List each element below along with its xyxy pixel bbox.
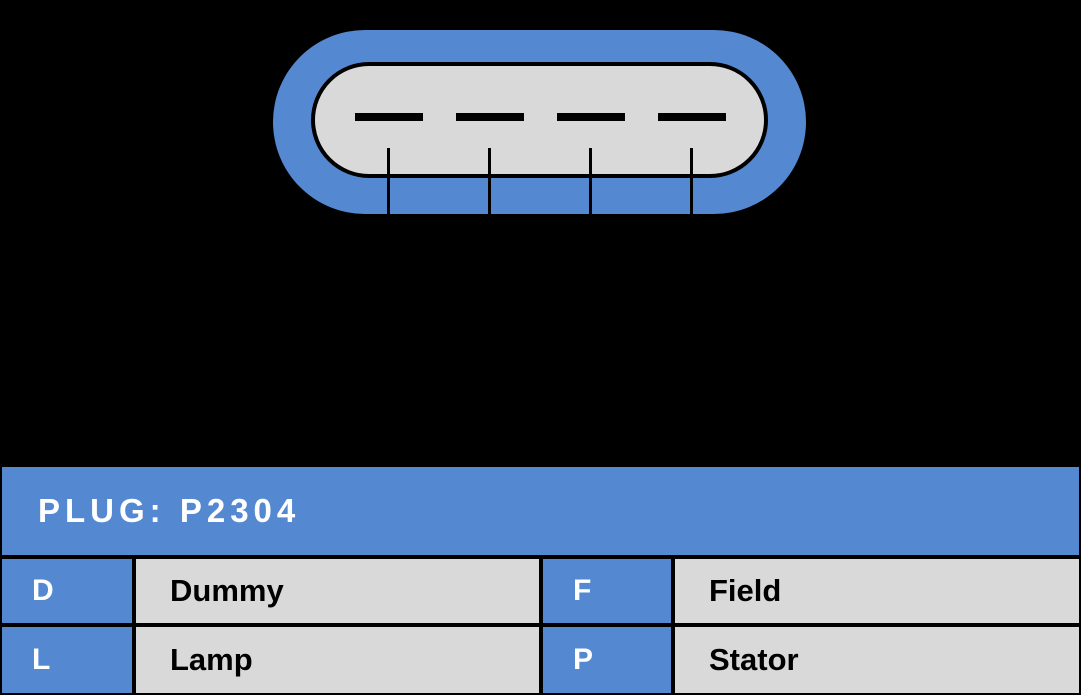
pin-label-stator: Stator (675, 627, 1079, 693)
pin-table-header: PLUG: P2304 (2, 467, 1079, 555)
pin-label-dummy: Dummy (136, 559, 539, 623)
pin-slot-opening (355, 113, 423, 121)
pin-slot (355, 30, 423, 214)
pin-lead-line (488, 148, 491, 214)
connector (273, 30, 806, 214)
plug-title: PLUG: P2304 (38, 492, 301, 529)
pin-slots (273, 30, 806, 214)
pin-code-p: P (543, 627, 671, 693)
pin-slot (557, 30, 625, 214)
pin-label-field: Field (675, 559, 1079, 623)
pin-code-d: D (2, 559, 132, 623)
pin-code-l: L (2, 627, 132, 693)
pin-slot-opening (456, 113, 524, 121)
pin-code-f: F (543, 559, 671, 623)
pin-slot-opening (658, 113, 726, 121)
pin-lead-line (690, 148, 693, 214)
pin-table-grid: D Dummy F Field L Lamp P Stator (2, 559, 1079, 693)
pin-lead-line (589, 148, 592, 214)
pin-table: PLUG: P2304 D Dummy F Field L Lamp P Sta… (0, 465, 1081, 695)
pin-label-lamp: Lamp (136, 627, 539, 693)
pin-lead-line (387, 148, 390, 214)
pin-slot-opening (557, 113, 625, 121)
pin-slot (456, 30, 524, 214)
pin-slot (658, 30, 726, 214)
